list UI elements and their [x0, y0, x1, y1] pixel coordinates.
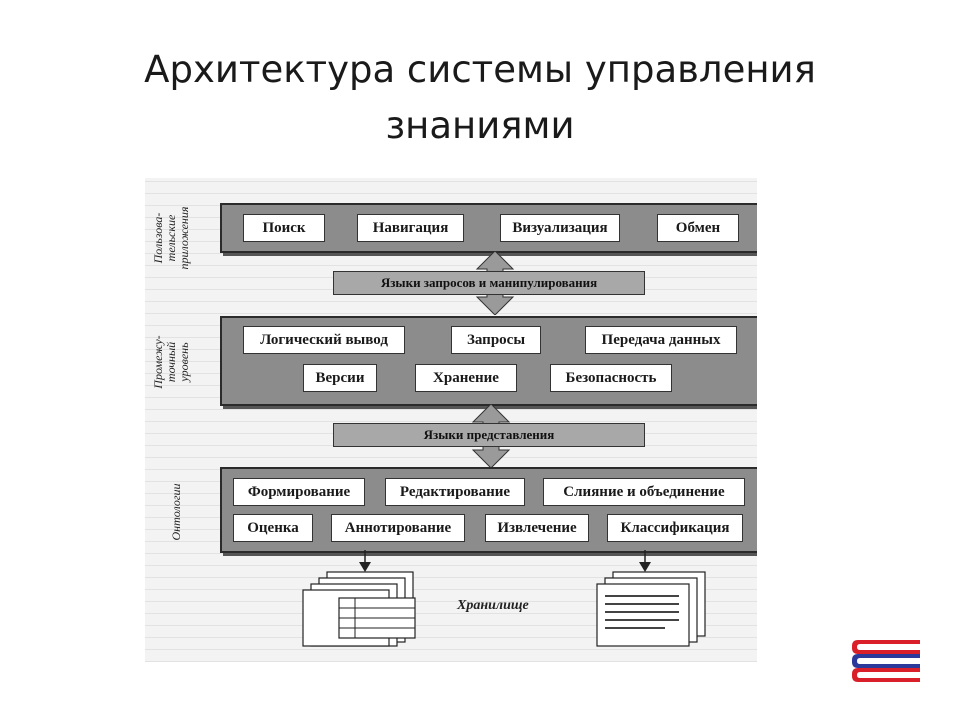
box-versions: Версии	[303, 364, 377, 392]
box-extraction: Извлечение	[485, 514, 589, 542]
layer-label-user-apps: Пользова- тельские приложения	[151, 206, 191, 270]
box-visualization: Визуализация	[500, 214, 620, 242]
box-data-transfer: Передача данных	[585, 326, 737, 354]
box-editing: Редактирование	[385, 478, 525, 506]
box-navigation: Навигация	[357, 214, 464, 242]
slide-title: Архитектура системы управления знаниями	[0, 42, 960, 154]
box-queries: Запросы	[451, 326, 541, 354]
box-annotation: Аннотирование	[331, 514, 465, 542]
layer-label-ontologies: Онтологии	[169, 483, 183, 541]
slide-title-line-2: знаниями	[385, 104, 575, 147]
box-classification: Классификация	[607, 514, 743, 542]
box-storage: Хранение	[415, 364, 517, 392]
box-merging: Слияние и объединение	[543, 478, 745, 506]
architecture-diagram: Пользова- тельские приложения Поиск Нави…	[145, 178, 757, 662]
connector-representation-languages: Языки представления	[333, 423, 645, 447]
box-security: Безопасность	[550, 364, 672, 392]
box-exchange: Обмен	[657, 214, 739, 242]
box-logical-inference: Логический вывод	[243, 326, 405, 354]
box-formation: Формирование	[233, 478, 365, 506]
box-evaluation: Оценка	[233, 514, 313, 542]
slide-title-line-1: Архитектура системы управления	[144, 48, 816, 91]
stacked-books-logo	[852, 640, 920, 682]
storage-documents-right-icon	[596, 550, 706, 647]
layer-label-middleware: Промежу- точный уровень	[151, 335, 191, 389]
connector-query-languages: Языки запросов и манипулирования	[333, 271, 645, 295]
storage-documents-left-icon	[302, 550, 416, 647]
storage-label: Хранилище	[457, 598, 529, 613]
box-search: Поиск	[243, 214, 325, 242]
